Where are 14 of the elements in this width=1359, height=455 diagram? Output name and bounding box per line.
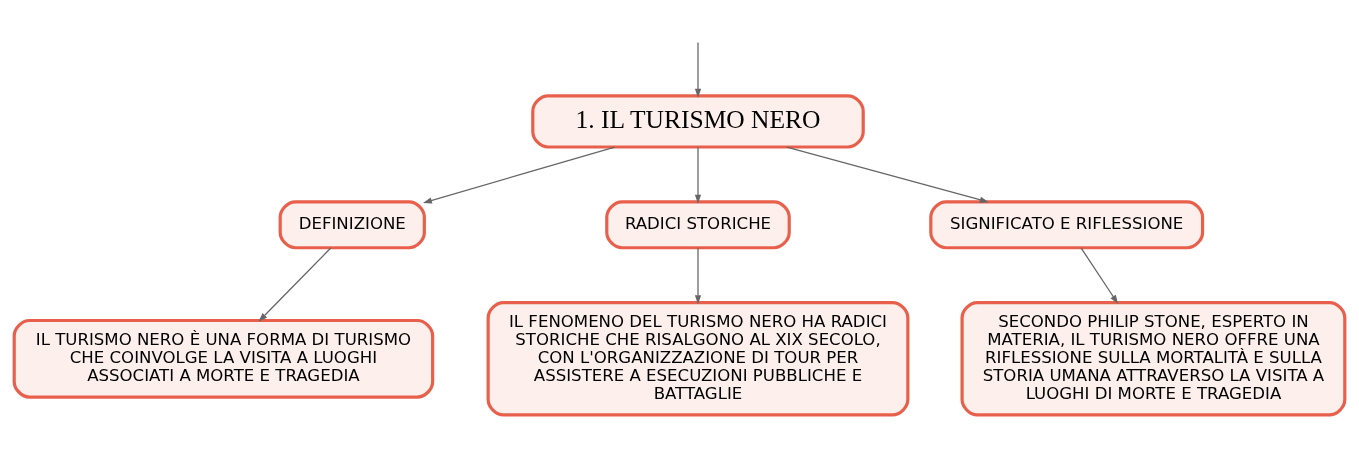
arrow — [1080, 246, 1119, 304]
arrow — [694, 41, 702, 98]
node-box: RADICI STORICHE — [605, 199, 791, 249]
node-box: DEFINIZIONE — [278, 199, 426, 249]
arrow — [258, 246, 332, 322]
arrow — [694, 146, 702, 204]
arrow — [694, 246, 702, 304]
arrow — [423, 145, 616, 203]
node-box: SECONDO PHILIP STONE, ESPERTO IN MATERIA, IL TURISMO NERO OFFRE UNA RIFLESSIONE SULLA MORTALITÀ E SULLA STORIA UMANA ATTRAVERSO LA VISITA A LUOGHI DI MORTE E TRAGEDIA — [960, 300, 1347, 416]
arrow — [786, 145, 989, 203]
node-box: 1. IL TURISMO NERO — [531, 93, 865, 149]
node-box: IL FENOMENO DEL TURISMO NERO HA RADICI STORICHE CHE RISALGONO AL XIX SECOLO, CON L'ORGANIZZAZIONE DI TOUR PER ASSISTERE A ESECUZIONI PUBBLICHE E BATTAGLIE — [486, 300, 910, 416]
node-box: SIGNIFICATO E RIFLESSIONE — [929, 199, 1205, 249]
node-box: IL TURISMO NERO È UNA FORMA DI TURISMO CHE COINVOLGE LA VISITA A LUOGHI ASSOCIATI A MORTE E TRAGEDIA — [12, 318, 435, 399]
